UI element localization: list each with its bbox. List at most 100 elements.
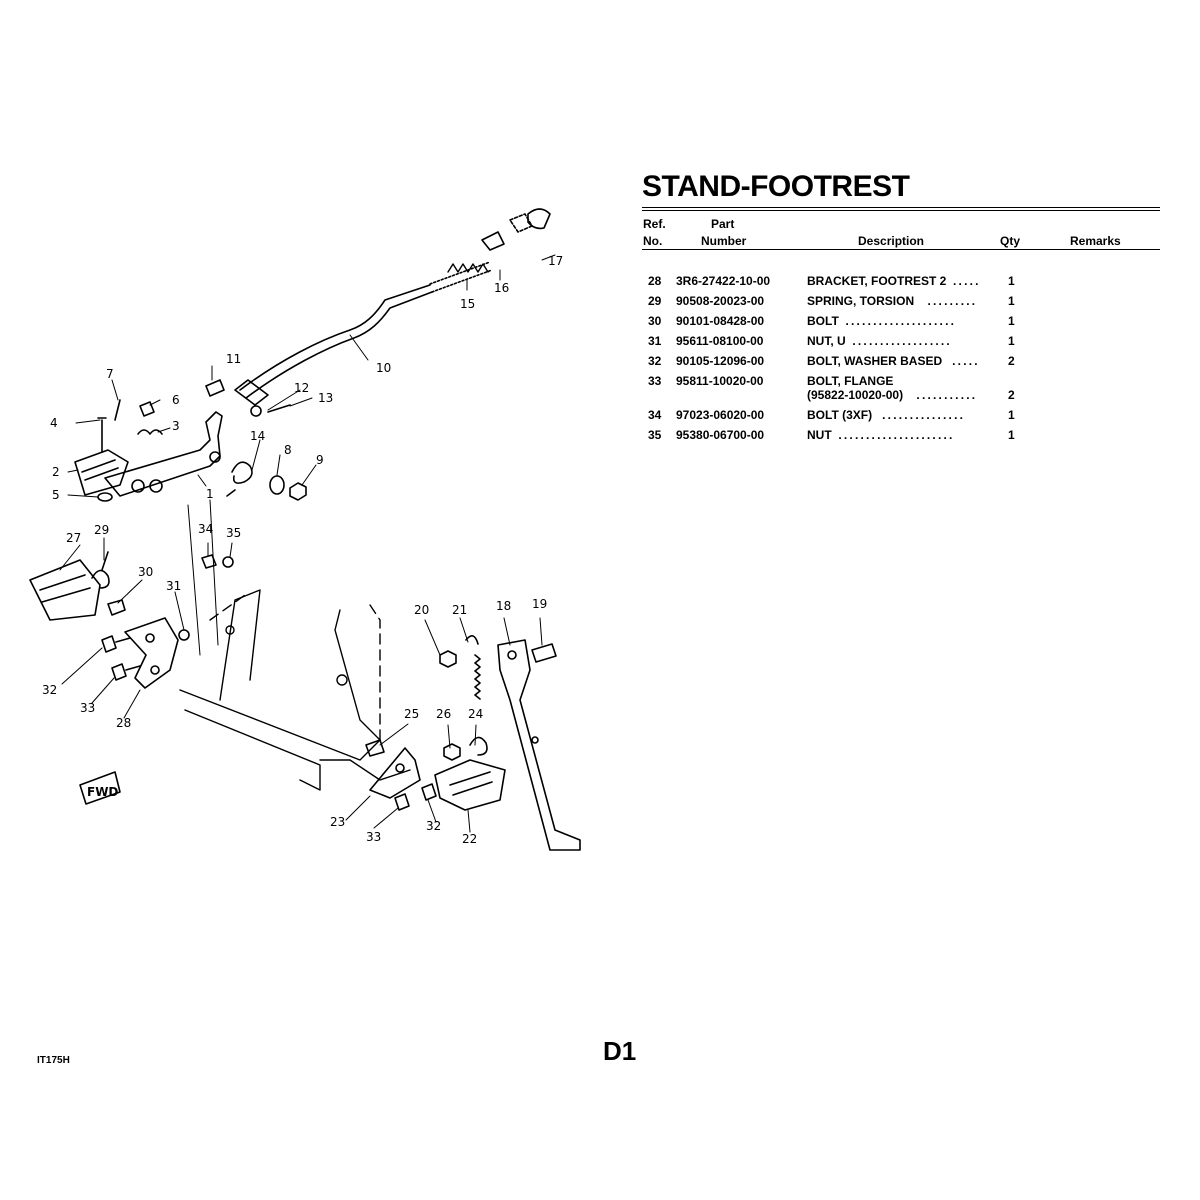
row-ref: 30 [648, 314, 662, 328]
shift-cable [234, 261, 493, 406]
row-description: BOLT (3XF) ............... [807, 408, 992, 422]
row-desc-text: BOLT [807, 314, 839, 328]
bolt-30 [107, 599, 126, 616]
row-dots: ..... [953, 274, 981, 288]
callout-21: 21 [452, 603, 467, 617]
callout-19: 19 [532, 597, 547, 611]
footrest-27 [29, 559, 101, 621]
nut-20 [439, 650, 457, 668]
row-qty: 1 [1008, 314, 1015, 328]
row-part-number: 90508-20023-00 [676, 294, 765, 308]
footrest-2 [74, 449, 129, 496]
bolt-33-lower [394, 793, 410, 811]
pin-4 [97, 417, 107, 453]
row-description: BRACKET, FOOTREST 2 ..... [807, 274, 992, 288]
row-description: SPRING, TORSION ......... [807, 294, 992, 308]
nut-35 [222, 556, 234, 568]
footrest-22 [434, 759, 506, 811]
row-part-number: 3R6-27422-10-00 [676, 274, 771, 288]
row-ref: 31 [648, 334, 662, 348]
spring-29 [91, 551, 110, 589]
header-part-line1: Part [711, 217, 735, 231]
callout-31: 31 [166, 579, 181, 593]
callout-6: 6 [172, 393, 180, 407]
washer-8 [269, 475, 285, 495]
spring-14 [226, 461, 253, 497]
page-number: D1 [603, 1036, 637, 1066]
callout-30: 30 [138, 565, 153, 579]
row-qty: 2 [1008, 388, 1015, 402]
cable-end-parts [481, 208, 551, 251]
brake-pedal-lever [104, 411, 223, 497]
washer-12 [250, 405, 262, 417]
row-dots: .................... [845, 314, 957, 328]
washer-5 [97, 492, 113, 502]
row-description: (95822-10020-00) ........... [807, 388, 992, 402]
header-ref-line1: Ref. [643, 217, 666, 231]
header-qty: Qty [1000, 234, 1021, 248]
header-ref-line2: No. [643, 234, 663, 248]
row-desc-text: SPRING, TORSION [807, 294, 915, 308]
row-note: (95822-10020-00) [807, 388, 904, 402]
collar-6 [139, 401, 155, 417]
callout-11: 11 [226, 352, 241, 366]
callout-1: 1 [206, 487, 214, 501]
row-qty: 1 [1008, 428, 1015, 442]
callout-7: 7 [106, 367, 114, 381]
row-part-number: 95811-10020-00 [676, 374, 764, 388]
fwd-arrow-icon [79, 771, 121, 805]
callout-4: 4 [50, 416, 58, 430]
callout-33-lower: 33 [366, 830, 381, 844]
row-part-number: 90101-08428-00 [676, 314, 765, 328]
callout-22: 22 [462, 832, 477, 846]
callout-34: 34 [198, 522, 213, 536]
callout-25: 25 [404, 707, 419, 721]
header-part-line2: Number [701, 234, 747, 248]
nut-31 [178, 629, 190, 641]
row-part-number: 95611-08100-00 [676, 334, 764, 348]
callout-27: 27 [66, 531, 81, 545]
nut-9 [289, 482, 307, 501]
callout-3: 3 [172, 419, 180, 433]
row-qty: 1 [1008, 408, 1015, 422]
bolt-32 [101, 635, 131, 653]
callout-5: 5 [52, 488, 60, 502]
row-desc-text: BRACKET, FOOTREST 2 [807, 274, 947, 288]
row-dots: ..................... [838, 428, 955, 442]
callout-15: 15 [460, 297, 475, 311]
bolt-19 [531, 643, 557, 663]
callout-32-lower: 32 [426, 819, 441, 833]
row-part-number: 95380-06700-00 [676, 428, 765, 442]
pin-11 [205, 379, 225, 397]
fwd-label: FWD [87, 785, 118, 799]
sidestand-18 [497, 639, 581, 851]
row-ref: 29 [648, 294, 662, 308]
row-ref: 32 [648, 354, 662, 368]
row-qty: 1 [1008, 334, 1015, 348]
callout-18: 18 [496, 599, 511, 613]
callout-26: 26 [436, 707, 451, 721]
header-description: Description [858, 234, 925, 248]
spring-24 [469, 736, 488, 756]
header-rule [642, 249, 1160, 250]
page-code: IT175H [37, 1055, 70, 1066]
row-part-number: 90105-12096-00 [676, 354, 765, 368]
callout-10: 10 [376, 361, 391, 375]
callout-28: 28 [116, 716, 131, 730]
callout-32: 32 [42, 683, 57, 697]
callout-14: 14 [250, 429, 265, 443]
callout-17: 17 [548, 254, 563, 268]
row-ref: 34 [648, 408, 662, 422]
row-qty: 1 [1008, 274, 1015, 288]
callout-23: 23 [330, 815, 345, 829]
exploded-parts-diagram: FWD 17 1 6 [20, 200, 600, 880]
bolt-32-lower [421, 783, 437, 801]
callout-29: 29 [94, 523, 109, 537]
footrest-bracket-23 [369, 747, 421, 799]
callout-33: 33 [80, 701, 95, 715]
row-description: NUT, U .................. [807, 334, 992, 348]
row-dots: ..... [952, 354, 980, 368]
callout-2: 2 [52, 465, 60, 479]
callout-8: 8 [284, 443, 292, 457]
callout-35: 35 [226, 526, 241, 540]
